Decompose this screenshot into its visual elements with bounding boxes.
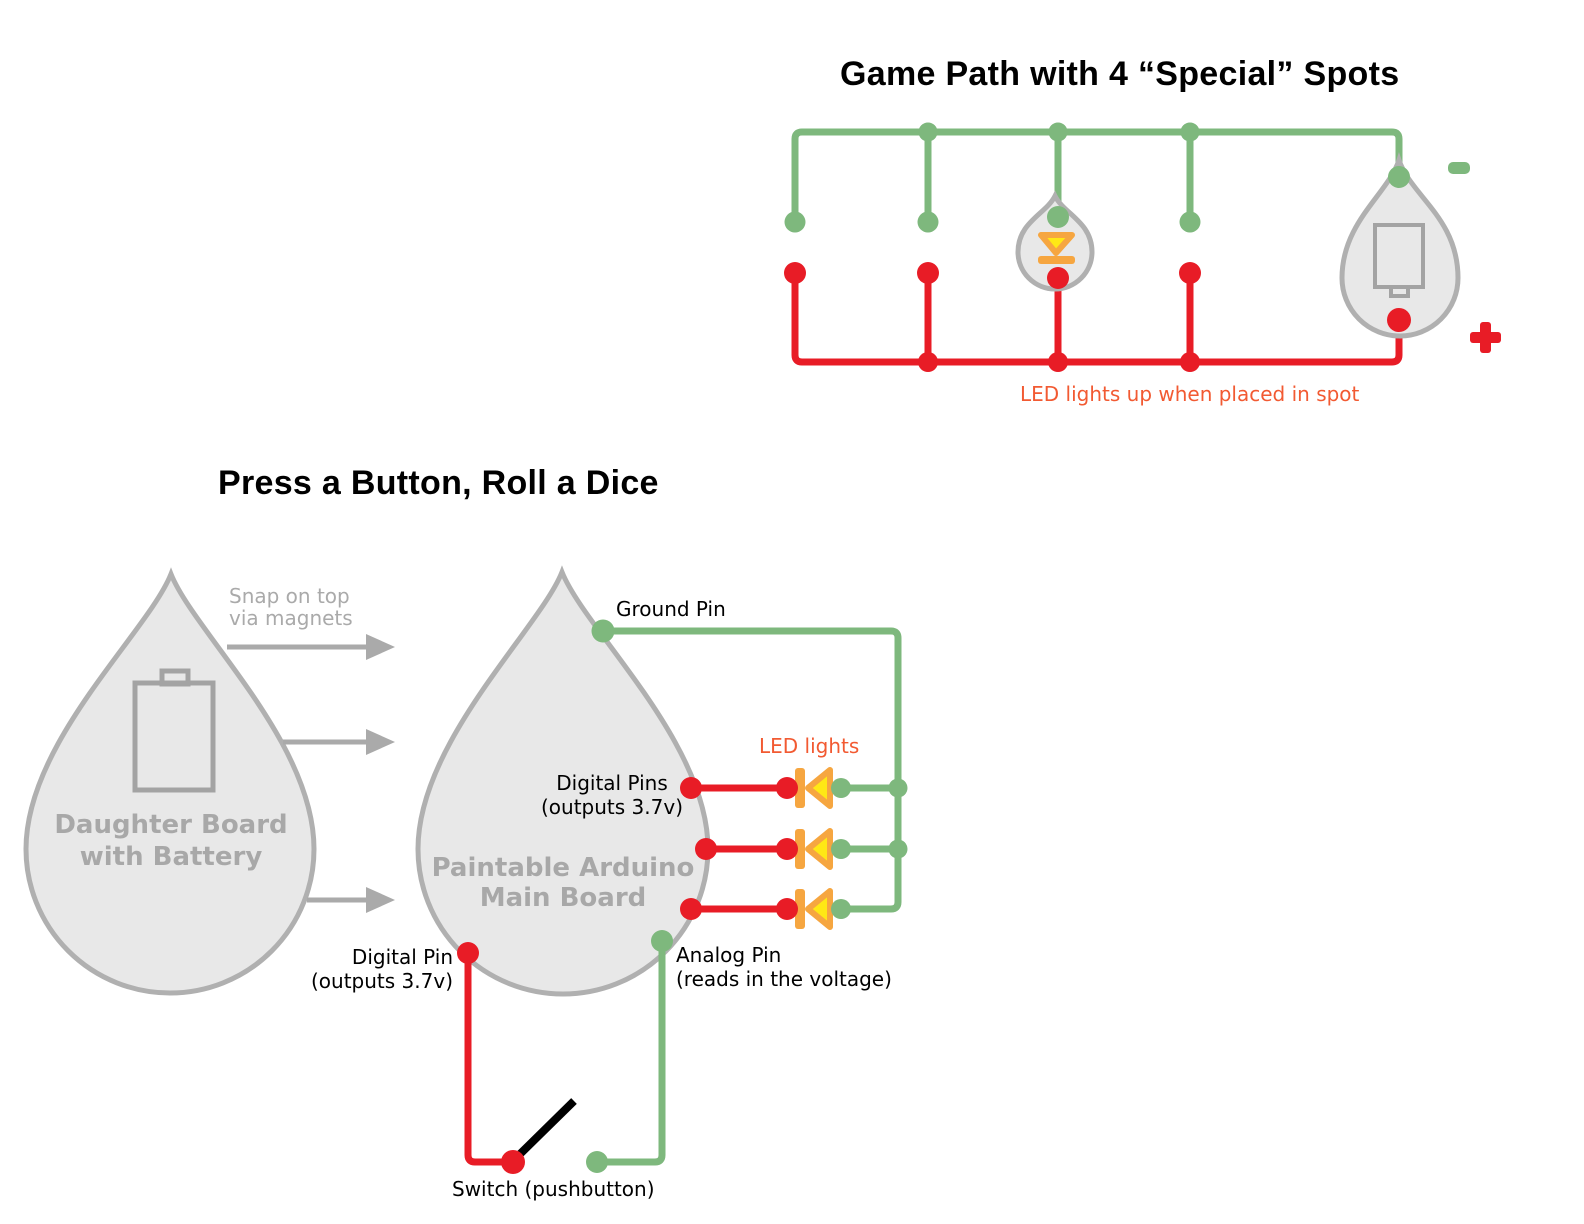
wire-junction-dot [918, 352, 938, 372]
led-icon [795, 767, 833, 809]
wire-junction-dot [1048, 122, 1068, 142]
daughter-board-teardrop [23, 567, 317, 996]
digital-pins-label: Digital Pins (outputs 3.7v) [541, 771, 683, 819]
spot-led-cathode-bar [1038, 256, 1075, 264]
positive-rail-stub-wires [924, 273, 1194, 362]
led-lights-label: LED lights [759, 734, 860, 758]
digital-pin-pad [695, 838, 717, 860]
spot-positive-pad [1179, 262, 1201, 284]
snap-arrow-icon [307, 887, 395, 913]
switch-lever-icon [514, 1098, 577, 1160]
spot-negative-pad [917, 211, 939, 233]
spot-positive-pad [784, 262, 806, 284]
minus-terminal-icon [1448, 162, 1470, 174]
wire-junction-dot [888, 778, 908, 798]
plus-terminal-icon [1470, 322, 1501, 353]
spot-led-icon [1038, 232, 1075, 256]
led-cathode-dot [831, 899, 851, 919]
led-anode-dot [776, 838, 798, 860]
wire-junction-dot [888, 839, 908, 859]
snap-arrow-icon [283, 729, 395, 755]
snap-note-line2: via magnets [229, 606, 353, 630]
wire-junction-dot [1180, 122, 1200, 142]
switch-digital-wire [464, 953, 513, 1166]
game-path-title: Game Path with 4 “Special” Spots [840, 55, 1400, 93]
wire-junction-dot [1180, 352, 1200, 372]
ground-wire [603, 627, 902, 913]
spot-led-positive-pad [1047, 267, 1069, 289]
spot-negative-pad [1179, 211, 1201, 233]
negative-rail-wire [791, 128, 1403, 222]
bottom-digital-pin-pad [457, 942, 479, 964]
switch-analog-wire [597, 941, 666, 1166]
ground-pin-label: Ground Pin [616, 597, 726, 621]
snap-arrow-icon [227, 634, 395, 660]
battery-piece-teardrop [1339, 152, 1461, 339]
daughter-board-label: Daughter Board with Battery [54, 810, 288, 872]
analog-pin-label: Analog Pin (reads in the voltage) [676, 943, 892, 991]
led-return-wires [842, 784, 898, 853]
game-path-caption: LED lights up when placed in spot [1020, 382, 1360, 406]
switch-terminal-dot [586, 1151, 608, 1173]
battery-positive-pad [1387, 308, 1411, 332]
digital-pin-pad [680, 777, 702, 799]
positive-rail-wire [791, 273, 1403, 366]
daughter-battery-icon-tab [159, 668, 191, 687]
battery-negative-pad [1388, 166, 1410, 188]
digital-pin-label: Digital Pin (outputs 3.7v) [311, 945, 453, 993]
digital-pin-pad [680, 898, 702, 920]
main-board-label: Paintable Arduino Main Board [431, 853, 695, 913]
spot-positive-pad [917, 262, 939, 284]
analog-pin-pad [651, 930, 673, 952]
dice-title: Press a Button, Roll a Dice [218, 464, 659, 502]
ground-pin-pad [591, 619, 615, 643]
wire-junction-dot [1048, 352, 1068, 372]
switch-label: Switch (pushbutton) [452, 1177, 655, 1201]
led-cathode-dot [831, 839, 851, 859]
spot-negative-pad [784, 211, 806, 233]
battery-icon-tab [1389, 285, 1410, 298]
wire-junction-dot [918, 122, 938, 142]
snap-note-line1: Snap on top [229, 584, 350, 608]
led-cathode-dot [831, 778, 851, 798]
led-icon [795, 828, 833, 870]
switch-terminal-dot [501, 1150, 525, 1174]
led-anode-dot [776, 898, 798, 920]
spot-led-negative-pad [1047, 206, 1069, 228]
led-icon [795, 888, 833, 930]
snap-note: Snap on top via magnets [229, 585, 353, 629]
main-board-teardrop [415, 565, 711, 997]
led-anode-dot [776, 777, 798, 799]
